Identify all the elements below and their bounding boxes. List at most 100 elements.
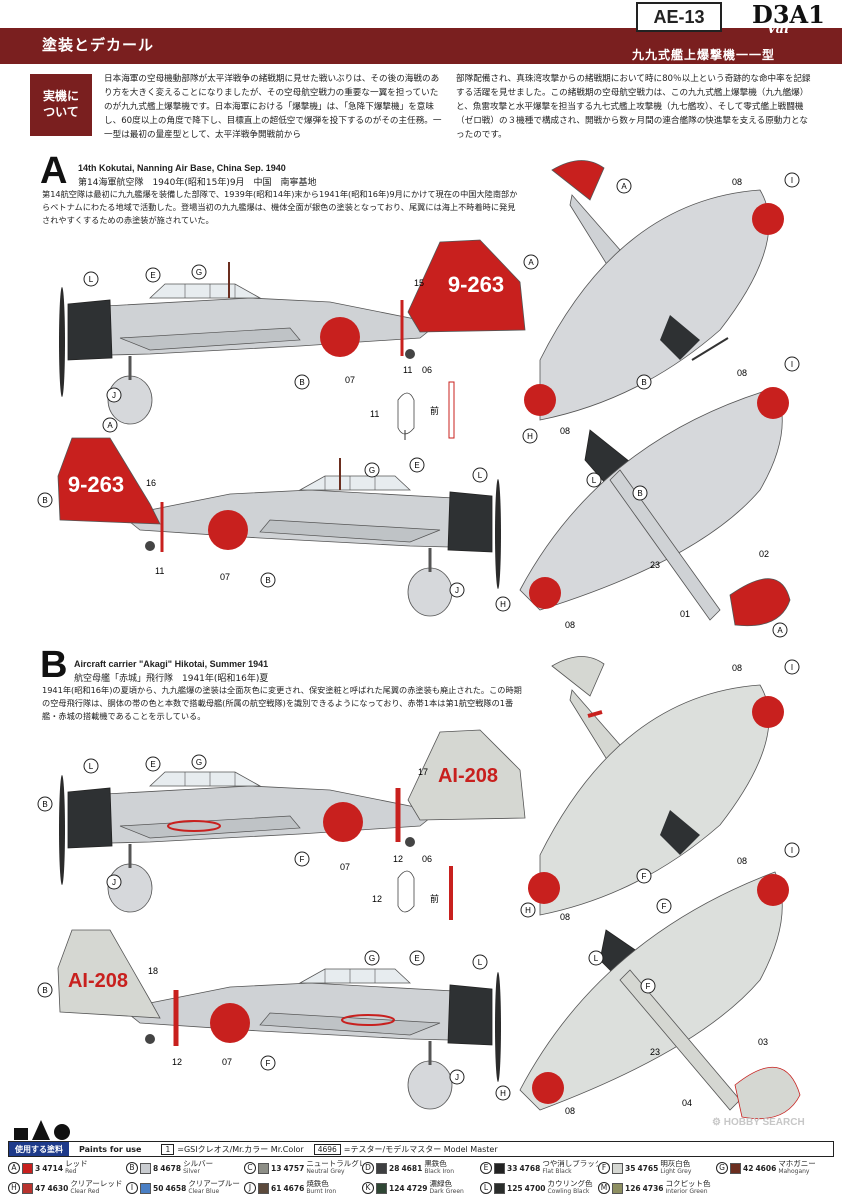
scheme-a-top-view bbox=[524, 160, 784, 421]
paint-swatch bbox=[376, 1162, 387, 1174]
callout-F-bbot: F bbox=[656, 898, 672, 914]
paint-brand-code: 125 bbox=[507, 1183, 523, 1193]
callout-08-atop-2: 08 bbox=[560, 426, 570, 436]
callout-H-atop: H bbox=[522, 428, 538, 444]
callout-F-bbot-b: F bbox=[640, 978, 656, 994]
svg-text:G: G bbox=[369, 954, 375, 963]
svg-text:A: A bbox=[621, 182, 627, 191]
svg-text:B: B bbox=[265, 576, 270, 585]
scheme-b-side-view-1 bbox=[57, 729, 526, 914]
legend-text: =GSIクレオス/Mr.カラー Mr.Color bbox=[177, 1144, 304, 1154]
paint-name: ニュートラルグレーNeutral Grey bbox=[306, 1160, 362, 1176]
paint-name-en: Interior Green bbox=[665, 1188, 708, 1195]
paint-name-jp: つや消しブラック bbox=[542, 1160, 598, 1168]
paint-brand-code: 47 bbox=[35, 1183, 46, 1193]
watermark: ⚙ HOBBY SEARCH bbox=[712, 1117, 805, 1128]
callout-I-bbot: I bbox=[784, 842, 800, 858]
svg-text:B: B bbox=[42, 986, 47, 995]
svg-text:F: F bbox=[642, 872, 647, 881]
svg-text:J: J bbox=[455, 1073, 459, 1082]
svg-text:L: L bbox=[478, 958, 483, 967]
paint-swatch bbox=[494, 1182, 505, 1194]
paint-name-jp: レッド bbox=[65, 1160, 88, 1168]
paint-name-en: Clear Blue bbox=[188, 1188, 220, 1195]
scheme-b-top-view bbox=[528, 656, 784, 916]
paint-letter: L bbox=[480, 1182, 492, 1194]
svg-text:F: F bbox=[646, 982, 651, 991]
svg-text:L: L bbox=[478, 471, 483, 480]
callout-F-b2: F bbox=[260, 1055, 276, 1071]
callout-H-abot: H bbox=[495, 596, 511, 612]
paint-name-jp: 濃緑色 bbox=[429, 1180, 453, 1188]
header-bar bbox=[0, 28, 842, 64]
about-text-right: 部隊配備され、真珠湾攻撃からの緒戦期において時に80％以上という奇跡的な命中率を… bbox=[456, 74, 811, 140]
paint-swatch bbox=[730, 1162, 741, 1174]
paint-brand-code: 3 bbox=[35, 1163, 41, 1173]
logo-shapes-icon bbox=[14, 1120, 84, 1140]
paint-name-jp: マホガニー bbox=[778, 1160, 816, 1168]
paints-legend-mrcolor: 1 =GSIクレオス/Mr.カラー Mr.Color bbox=[161, 1143, 304, 1155]
paint-name-en: Black Iron bbox=[424, 1168, 455, 1175]
callout-E-b1: E bbox=[145, 756, 161, 772]
callout-L-a1: L bbox=[83, 271, 99, 287]
svg-text:F: F bbox=[300, 855, 305, 864]
scheme-b-title-en: Aircraft carrier "Akagi" Hikotai, Summer… bbox=[74, 659, 269, 669]
paint-swatch bbox=[258, 1182, 269, 1194]
paint-letter: J bbox=[244, 1182, 256, 1194]
callout-B-b2: B bbox=[37, 982, 53, 998]
callout-B-abot: B bbox=[632, 485, 648, 501]
callout-G-b1: G bbox=[191, 754, 207, 770]
paint-swatch bbox=[612, 1162, 623, 1174]
paints-label-en: Paints for use bbox=[79, 1144, 142, 1154]
callout-L-b1: L bbox=[83, 758, 99, 774]
scheme-b-side-view-2 bbox=[57, 929, 503, 1111]
scheme-b-letter: B bbox=[40, 644, 68, 686]
callout-L-bbot: L bbox=[588, 950, 604, 966]
paint-name-jp: 明灰白色 bbox=[660, 1160, 691, 1168]
paint-name-en: Neutral Grey bbox=[306, 1168, 345, 1175]
paint-mm-code: 4729 bbox=[406, 1183, 428, 1193]
svg-text:J: J bbox=[112, 878, 116, 887]
callout-E-a2: E bbox=[409, 457, 425, 473]
paint-swatch bbox=[494, 1162, 505, 1174]
scheme-a-title-jp: 第14海軍航空隊 1940年(昭和15年)9月 中国 南寧基地 bbox=[78, 178, 317, 188]
scheme-a-front-label: 前 bbox=[430, 405, 439, 417]
svg-text:G: G bbox=[369, 466, 375, 475]
paint-name-en: Mahogany bbox=[778, 1168, 810, 1175]
svg-text:I: I bbox=[791, 360, 793, 369]
paint-swatch bbox=[258, 1162, 269, 1174]
callout-F-b1: F bbox=[294, 851, 310, 867]
callout-07-a2: 07 bbox=[220, 572, 230, 582]
svg-text:F: F bbox=[662, 902, 667, 911]
paint-mm-code: 4757 bbox=[283, 1163, 305, 1173]
paint-brand-code: 126 bbox=[625, 1183, 641, 1193]
svg-text:G: G bbox=[196, 268, 202, 277]
callout-A-abot: A bbox=[772, 622, 788, 638]
callout-17-b1: 17 bbox=[418, 767, 428, 777]
paint-mm-code: 4681 bbox=[401, 1163, 423, 1173]
callout-23-bbot: 23 bbox=[650, 1047, 660, 1057]
legend-box: 4696 bbox=[313, 1143, 341, 1155]
svg-text:B: B bbox=[42, 496, 47, 505]
callout-06-a1: 06 bbox=[422, 365, 432, 375]
paint-mm-code: 4678 bbox=[160, 1163, 182, 1173]
callout-E-b2: E bbox=[409, 950, 425, 966]
scheme-a-detail bbox=[397, 381, 455, 440]
paint-swatch bbox=[22, 1182, 33, 1194]
scheme-a-side-view-1 bbox=[57, 239, 526, 426]
paint-name-en: Flat Black bbox=[542, 1168, 572, 1175]
callout-H-bbot: H bbox=[495, 1085, 511, 1101]
scheme-a-tail-code-2: 9-263 bbox=[68, 472, 124, 497]
callout-11-a-detail: 11 bbox=[370, 409, 379, 419]
